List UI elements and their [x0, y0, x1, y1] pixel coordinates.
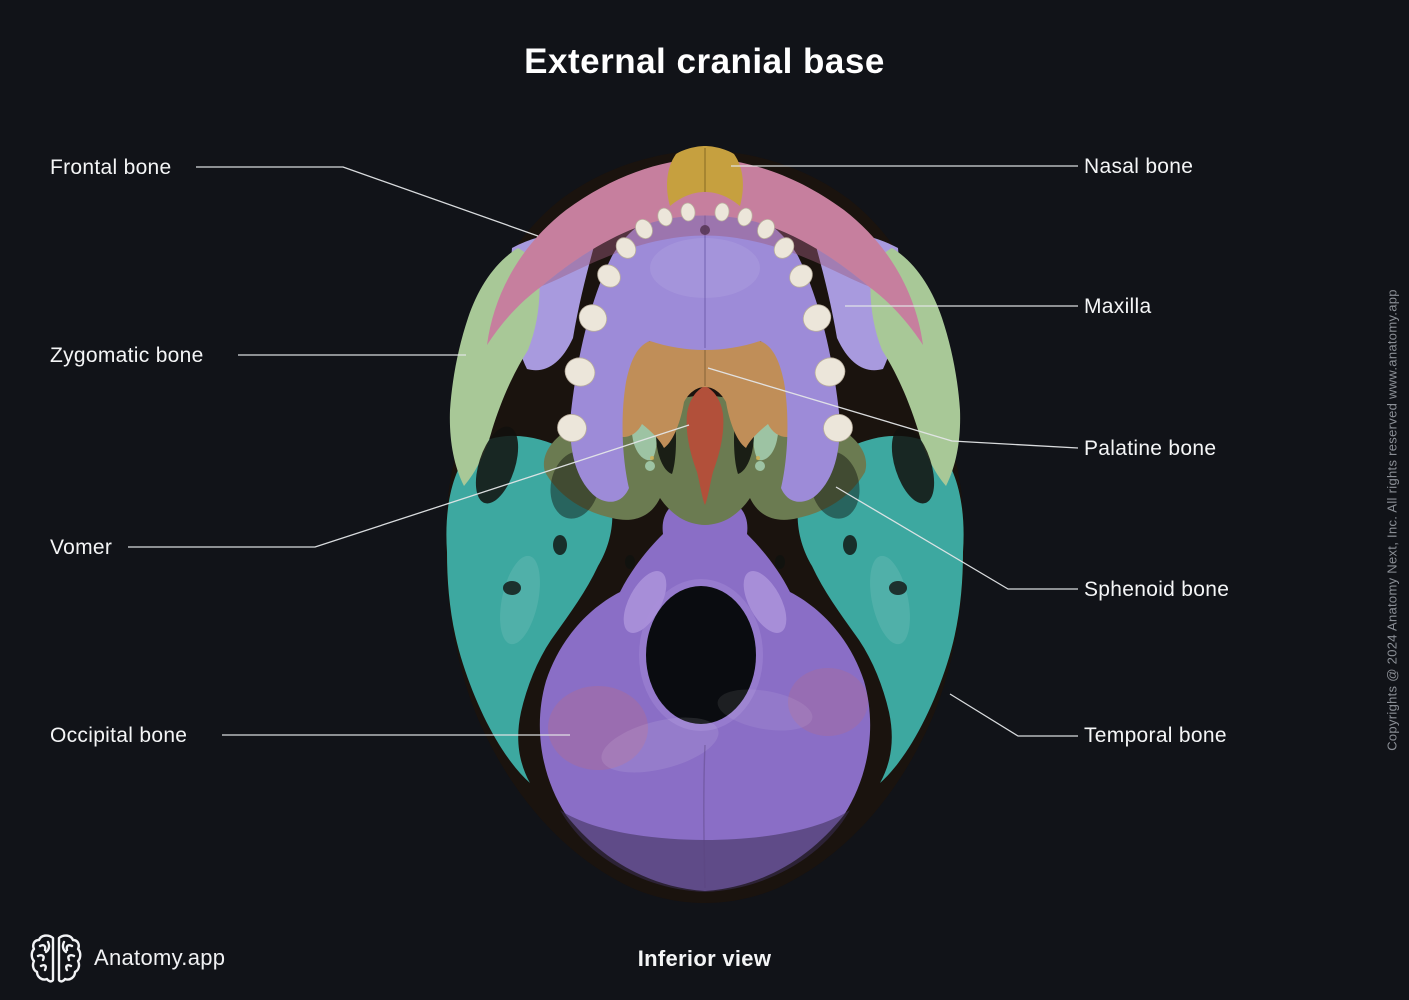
- temporal-sheen-left: [500, 555, 540, 645]
- occipital-bottom-shade: [560, 810, 850, 892]
- label-temporal-bone: Temporal bone: [1084, 724, 1227, 747]
- incisive-fossa: [700, 225, 710, 235]
- leader-palatine: [707, 367, 1079, 449]
- frontal-bone-region: [487, 158, 923, 345]
- copyright-watermark: Copyrights @ 2024 Anatomy Next, Inc. All…: [1384, 289, 1400, 751]
- label-zygomatic-bone: Zygomatic bone: [50, 344, 204, 367]
- gold-fleck-left: [650, 456, 654, 460]
- gold-fleck-right: [756, 456, 760, 460]
- label-maxilla: Maxilla: [1084, 295, 1152, 318]
- leader-temporal: [949, 693, 1078, 737]
- occipital-sheen-right: [717, 689, 813, 731]
- temporal-bone-region-left: [446, 435, 613, 783]
- view-caption: Inferior view: [637, 946, 772, 971]
- pterygoid-hamulus-right: [755, 461, 765, 471]
- page-title: External cranial base: [524, 42, 885, 81]
- label-sphenoid-bone: Sphenoid bone: [1084, 578, 1230, 601]
- label-frontal-bone: Frontal bone: [50, 156, 172, 179]
- label-occipital-bone: Occipital bone: [50, 724, 188, 747]
- label-vomer: Vomer: [50, 536, 113, 559]
- frontal-inner-shade: [542, 215, 868, 286]
- leader-vomer: [128, 424, 690, 548]
- palatine-bone-region: [598, 335, 812, 448]
- label-palatine-bone: Palatine bone: [1084, 437, 1217, 460]
- brain-logo-icon: [30, 934, 82, 983]
- occipital-pink-tint-left: [548, 686, 648, 770]
- leader-lines: [128, 165, 1079, 737]
- temporal-fossa-gap-right: [891, 426, 935, 504]
- maxilla-region: [570, 202, 840, 502]
- pterygoid-hamulus-left: [645, 461, 655, 471]
- brand-name: Anatomy.app: [94, 945, 226, 970]
- leader-sphenoid: [835, 486, 1078, 590]
- label-nasal-bone: Nasal bone: [1084, 155, 1194, 178]
- zygomatic-bone-region-right: [870, 248, 961, 486]
- foramen-magnum: [646, 586, 756, 724]
- occipital-condyle-right: [743, 571, 787, 633]
- occipital-condyle-left: [623, 571, 667, 633]
- zygomatic-bone-region-left: [449, 248, 540, 486]
- occipital-pink-tint-right: [788, 668, 868, 736]
- occipital-sheen-left: [601, 717, 719, 773]
- leader-frontal: [196, 166, 539, 237]
- occipital-midline-suture: [703, 744, 706, 889]
- vomer-region: [686, 386, 724, 505]
- teeth: [557, 202, 853, 442]
- temporal-bone-region-right: [797, 435, 964, 783]
- foramina-dots: [503, 535, 907, 595]
- temporal-sheen-right: [870, 555, 910, 645]
